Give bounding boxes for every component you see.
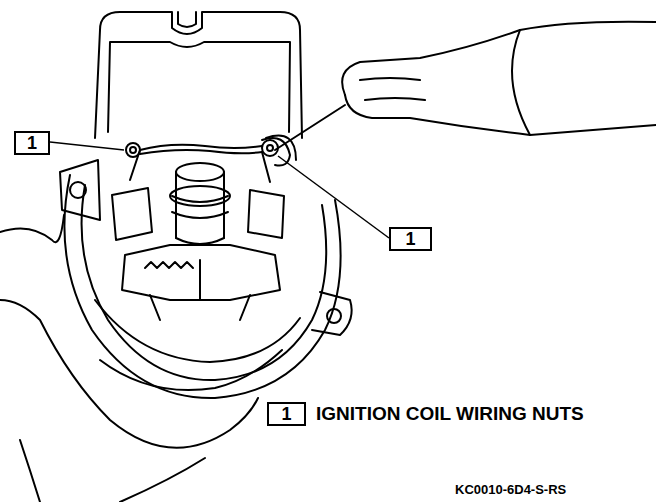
figure-code: KC0010-6D4-S-RS xyxy=(455,483,566,496)
callout-box: 1 xyxy=(267,402,306,426)
callout-number: 1 xyxy=(27,134,37,152)
leader-line xyxy=(50,142,124,150)
leader-line xyxy=(278,156,389,238)
callout-number: 1 xyxy=(281,405,291,423)
callout-number: 1 xyxy=(405,230,415,248)
legend-text: IGNITION COIL WIRING NUTS xyxy=(316,404,584,423)
callout-box: 1 xyxy=(389,227,432,251)
callout-box: 1 xyxy=(14,131,50,155)
leader-lines xyxy=(50,142,389,238)
